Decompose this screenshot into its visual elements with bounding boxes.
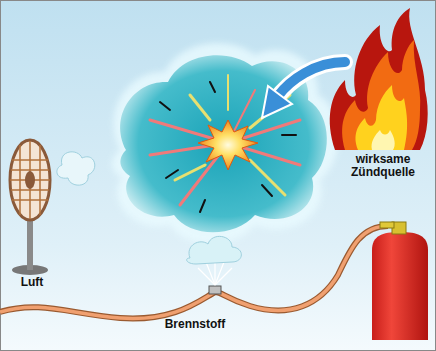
air-puff [57, 152, 95, 185]
fan [10, 140, 50, 275]
explosion-burst [198, 120, 258, 170]
part-label: wirksame Zündquelle [338, 153, 428, 179]
small-gas-cloud [187, 236, 242, 264]
part-label: Luft [10, 276, 54, 289]
gas-bottle [372, 222, 428, 340]
hose-outline [0, 226, 388, 318]
flames [330, 8, 428, 150]
hose [0, 226, 388, 318]
nozzle [209, 286, 221, 294]
explosion-rays [150, 75, 300, 212]
part-label: Brennstoff [150, 318, 240, 331]
ignition-arrow [262, 62, 345, 118]
